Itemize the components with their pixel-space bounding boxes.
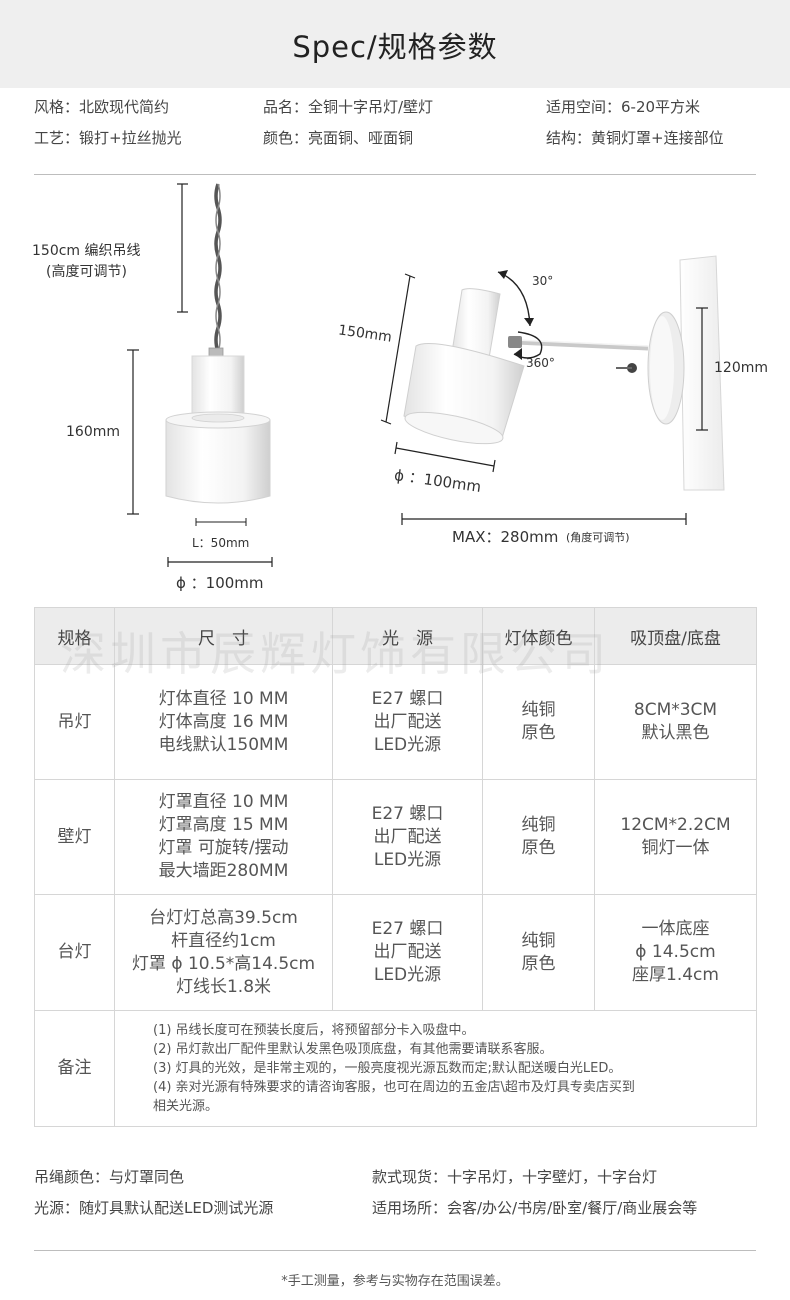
- row-color: 纯铜原色: [482, 894, 595, 1011]
- max-distance-line: [401, 513, 687, 525]
- footer-styles: 款式现货：十字吊灯，十字壁灯，十字台灯: [372, 1168, 658, 1186]
- spec-style: 风格：北欧现代简约: [34, 98, 170, 116]
- header-color: 灯体颜色: [482, 607, 595, 665]
- base-height-line: [696, 307, 708, 431]
- max-distance-note: (角度可调节): [566, 531, 630, 544]
- header-base: 吸顶盘/底盘: [594, 607, 757, 665]
- row-color: 纯铜原色: [482, 664, 595, 780]
- measurement-note: *手工测量，参考与实物存在范围误差。: [281, 1274, 509, 1289]
- pendant-diameter-label: ϕ ：100mm: [176, 574, 264, 592]
- row-name: 壁灯: [34, 779, 115, 895]
- footer-light-source: 光源：随灯具默认配送LED测试光源: [34, 1199, 274, 1217]
- rotation-arrows: [497, 270, 543, 360]
- notes-row: 备注 (1) 吊线长度可在预装长度后，将预留部分卡入吸盘中。 (2) 吊灯款出厂…: [34, 1010, 757, 1127]
- neck-width-line: [195, 518, 247, 526]
- spec-space: 适用空间：6-20平方米: [546, 98, 701, 116]
- base-height-label: 120mm: [714, 360, 768, 376]
- notes-label: 备注: [34, 1010, 115, 1127]
- notes-content: (1) 吊线长度可在预装长度后，将预留部分卡入吸盘中。 (2) 吊灯款出厂配件里…: [114, 1010, 757, 1127]
- row-name: 台灯: [34, 894, 115, 1011]
- divider-bottom: [34, 1250, 756, 1251]
- header-light: 光 源: [332, 607, 483, 665]
- pendant-neck-label: L：50mm: [192, 536, 250, 550]
- cord-note: (高度可调节): [46, 264, 127, 280]
- divider-top: [34, 174, 756, 175]
- table-header-row: 规格 尺 寸 光 源 灯体颜色 吸顶盘/底盘: [34, 607, 757, 665]
- dimension-diagram: [127, 183, 725, 567]
- wall-diameter-line: [394, 441, 496, 473]
- cord-dimension-line: [177, 183, 188, 313]
- spec-craft: 工艺：锻打+拉丝抛光: [34, 129, 182, 147]
- page-title: Spec/规格参数: [292, 30, 498, 64]
- rotation-30-label: 30°: [532, 274, 554, 288]
- wall-height-line: [380, 273, 416, 425]
- spec-color: 颜色：亮面铜、哑面铜: [263, 129, 414, 147]
- pendant-height-label: 160mm: [66, 424, 120, 440]
- braided-cord: [214, 183, 222, 353]
- footer-venues: 适用场所：会客/办公/书房/卧室/餐厅/商业展会等: [372, 1199, 698, 1217]
- header-spec: 规格: [34, 607, 115, 665]
- rotation-360-label: 360°: [526, 356, 555, 370]
- max-distance-label: MAX：280mm: [452, 528, 559, 546]
- pendant-height-line: [127, 349, 139, 515]
- pendant-diameter-line: [167, 557, 273, 567]
- spec-product-name: 品名：全铜十字吊灯/壁灯: [263, 98, 434, 116]
- title-bar: [0, 0, 790, 88]
- spec-structure: 结构：黄铜灯罩+连接部位: [546, 129, 724, 147]
- row-name: 吊灯: [34, 664, 115, 780]
- pendant-lamp: [165, 347, 271, 504]
- header-size: 尺 寸: [114, 607, 333, 665]
- row-color: 纯铜原色: [482, 779, 595, 895]
- wall-lamp: [403, 255, 725, 491]
- footer-cord-color: 吊绳颜色：与灯罩同色: [34, 1168, 185, 1186]
- cord-label: 150cm 编织吊线: [32, 243, 141, 259]
